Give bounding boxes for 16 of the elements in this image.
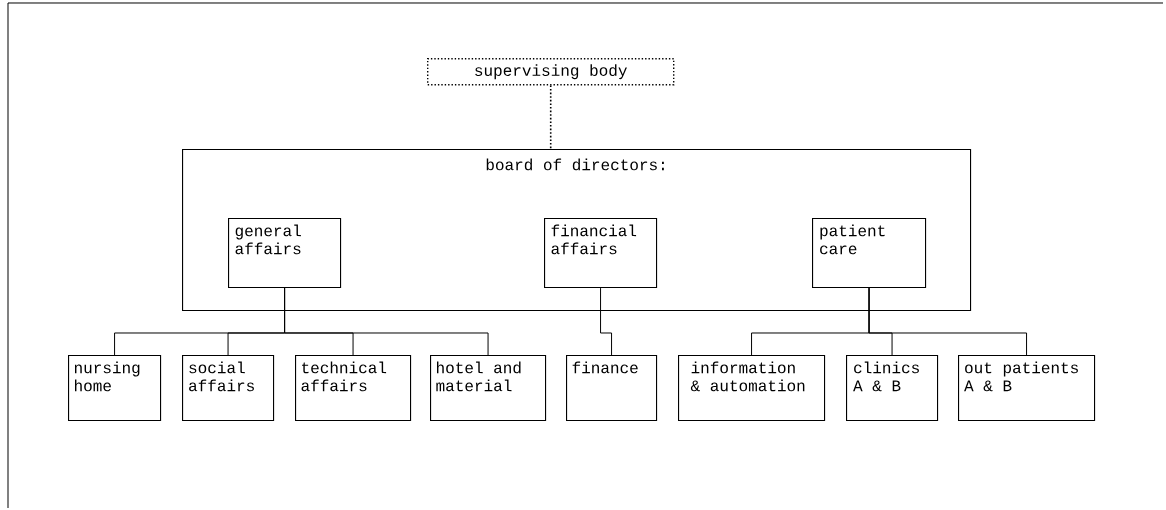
connector-line [868, 287, 1028, 356]
unit-box: hotel and material [430, 355, 547, 422]
connector-line [600, 287, 613, 356]
unit-box: information & automation [678, 355, 826, 422]
unit-box: patient care [812, 218, 927, 289]
unit-box: clinics A & B [846, 355, 939, 422]
unit-box: general affairs [228, 218, 342, 289]
unit-box: social affairs [182, 355, 275, 422]
unit-box: nursing home [68, 355, 162, 422]
unit-box: out patients A & B [958, 355, 1096, 422]
connector-line [284, 287, 489, 356]
unit-box: finance [566, 355, 658, 422]
unit-box: financial affairs [544, 218, 658, 289]
dotted-line [549, 84, 552, 150]
unit-box: technical affairs [295, 355, 412, 422]
dotted-box: supervising body [427, 58, 675, 86]
